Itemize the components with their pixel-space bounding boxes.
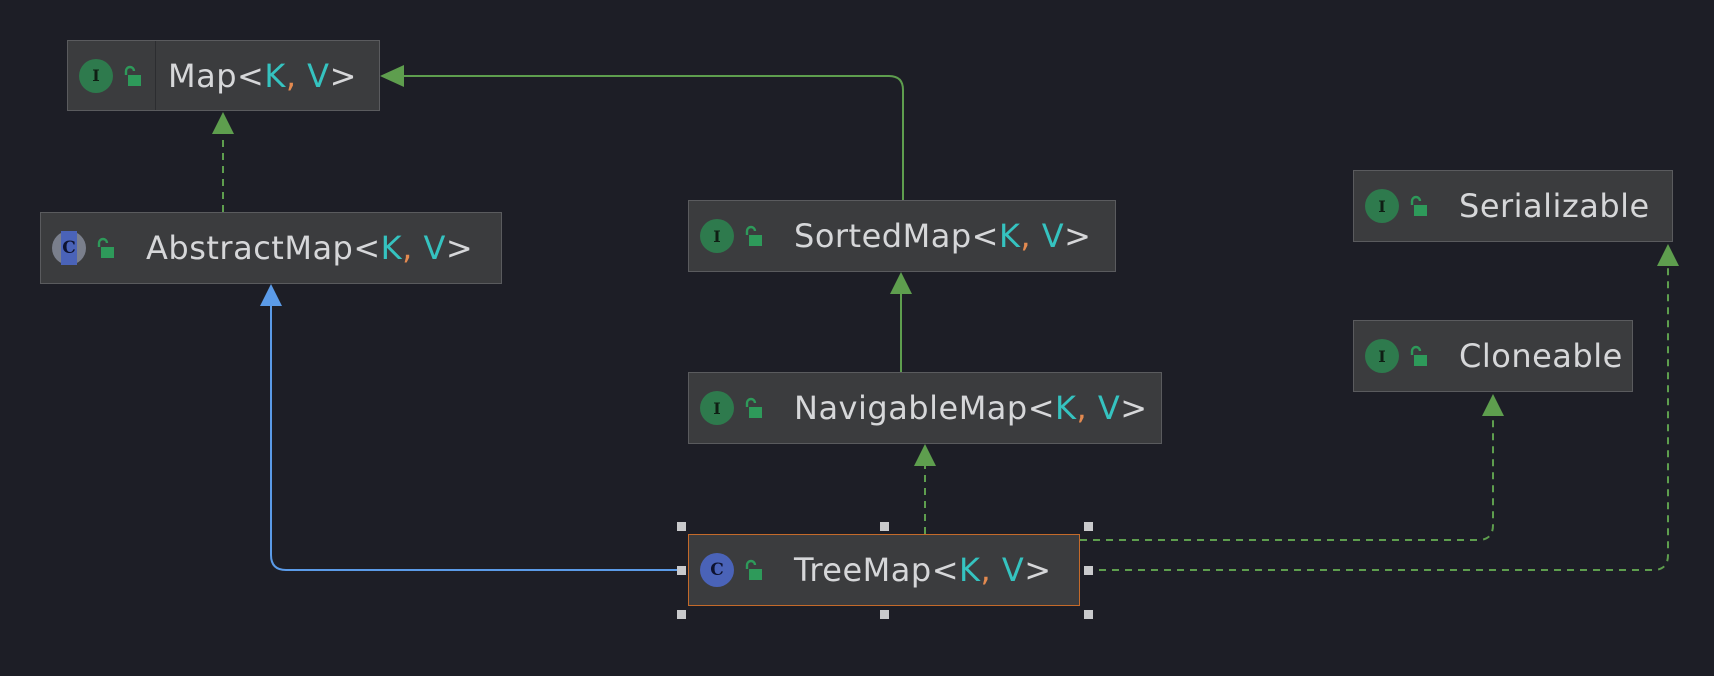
divider: [155, 41, 156, 110]
node-label: NavigableMap<K, V>: [794, 389, 1148, 427]
node-label: Cloneable: [1459, 337, 1623, 375]
node-navigablemap[interactable]: I NavigableMap<K, V>: [688, 372, 1162, 444]
resize-handle-bottom-left[interactable]: [677, 610, 686, 619]
edge-treemap-to-cloneable[interactable]: [1080, 416, 1494, 541]
node-label: AbstractMap<K, V>: [146, 229, 474, 267]
resize-handle-middle-left[interactable]: [677, 566, 686, 575]
arrowhead-cloneable: [1482, 394, 1504, 416]
resize-handle-bottom-center[interactable]: [880, 610, 889, 619]
node-cloneable[interactable]: I Cloneable: [1353, 320, 1633, 392]
node-label: Map<K, V>: [168, 56, 357, 95]
unlocked-padlock-icon: [745, 397, 762, 418]
resize-handle-top-center[interactable]: [880, 522, 889, 531]
node-serializable[interactable]: I Serializable: [1353, 170, 1673, 242]
arrowhead-navigablemap: [914, 444, 936, 466]
interface-icon: I: [700, 219, 734, 253]
resize-handle-top-right[interactable]: [1084, 522, 1093, 531]
abstract-class-icon: C: [52, 231, 86, 265]
edge-treemap-to-abstractmap[interactable]: [270, 306, 680, 571]
arrowhead-map-from-abstractmap: [212, 112, 234, 134]
resize-handle-bottom-right[interactable]: [1084, 610, 1093, 619]
node-map[interactable]: I Map<K, V>: [67, 40, 380, 111]
node-abstractmap[interactable]: C AbstractMap<K, V>: [40, 212, 502, 284]
node-treemap[interactable]: C TreeMap<K, V>: [688, 534, 1080, 606]
interface-icon: I: [79, 58, 113, 93]
unlocked-padlock-icon: [124, 65, 141, 86]
unlocked-padlock-icon: [745, 225, 762, 246]
arrowhead-map-from-sortedmap: [380, 65, 404, 87]
resize-handle-top-left[interactable]: [677, 522, 686, 531]
interface-icon: I: [1365, 339, 1399, 373]
node-label: TreeMap<K, V>: [794, 551, 1052, 589]
node-label: SortedMap<K, V>: [794, 217, 1092, 255]
interface-icon: I: [1365, 189, 1399, 223]
node-label: Serializable: [1459, 187, 1650, 225]
unlocked-padlock-icon: [1410, 195, 1427, 216]
edge-treemap-to-serializable[interactable]: [1086, 266, 1669, 571]
class-icon: C: [700, 553, 734, 587]
unlocked-padlock-icon: [1410, 345, 1427, 366]
arrowhead-sortedmap: [890, 272, 912, 294]
interface-icon: I: [700, 391, 734, 425]
arrowhead-abstractmap: [260, 284, 282, 306]
unlocked-padlock-icon: [97, 237, 114, 258]
unlocked-padlock-icon: [745, 559, 762, 580]
node-sortedmap[interactable]: I SortedMap<K, V>: [688, 200, 1116, 272]
arrowhead-serializable: [1657, 244, 1679, 266]
edge-sortedmap-to-map[interactable]: [402, 75, 904, 200]
resize-handle-middle-right[interactable]: [1084, 566, 1093, 575]
